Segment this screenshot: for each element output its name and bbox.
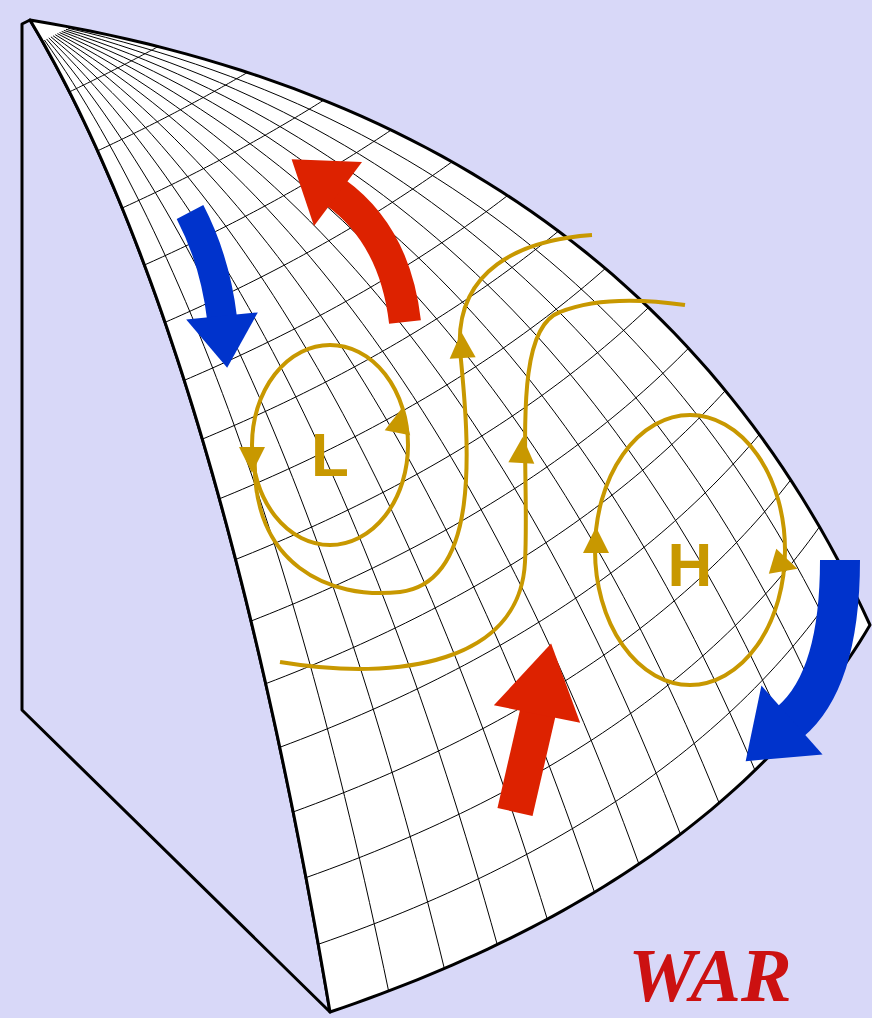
flow-arrowhead [769, 549, 798, 574]
flow-arrowhead [385, 407, 410, 435]
parallel-line [184, 196, 507, 381]
meridian-line [57, 34, 680, 835]
globe-outline [30, 20, 870, 1012]
flow-arrowhead [583, 527, 609, 553]
flow-arrowhead [508, 437, 534, 464]
parallel-line [69, 47, 158, 92]
meridian-line [68, 28, 845, 663]
parallel-line [236, 308, 649, 560]
meridian-line [62, 31, 755, 770]
meridian-line [51, 37, 547, 919]
meridian-line [60, 33, 720, 803]
cold-air-arrow [746, 560, 840, 761]
lat-lon-grid [44, 28, 845, 991]
high-pressure-label: H [668, 534, 713, 596]
parallel-line [293, 480, 791, 812]
warm-air-arrow [292, 159, 405, 322]
parallel-line [98, 72, 248, 150]
meridian-line [47, 39, 445, 969]
parallel-line [122, 100, 323, 208]
meridian-line [64, 30, 788, 736]
parallel-line [306, 527, 820, 878]
low-pressure-label: L [311, 424, 349, 486]
warm-air-arrow [494, 643, 580, 812]
globe-surface [30, 20, 870, 1012]
flow-arrowhead [239, 447, 265, 473]
caption-fragment: WAR [628, 937, 791, 1013]
cold-air-arrow [186, 212, 258, 368]
circulation-lines [252, 235, 785, 685]
meridian-line [55, 35, 639, 864]
flow-arrowhead [450, 332, 476, 359]
meridian-line [53, 36, 594, 893]
